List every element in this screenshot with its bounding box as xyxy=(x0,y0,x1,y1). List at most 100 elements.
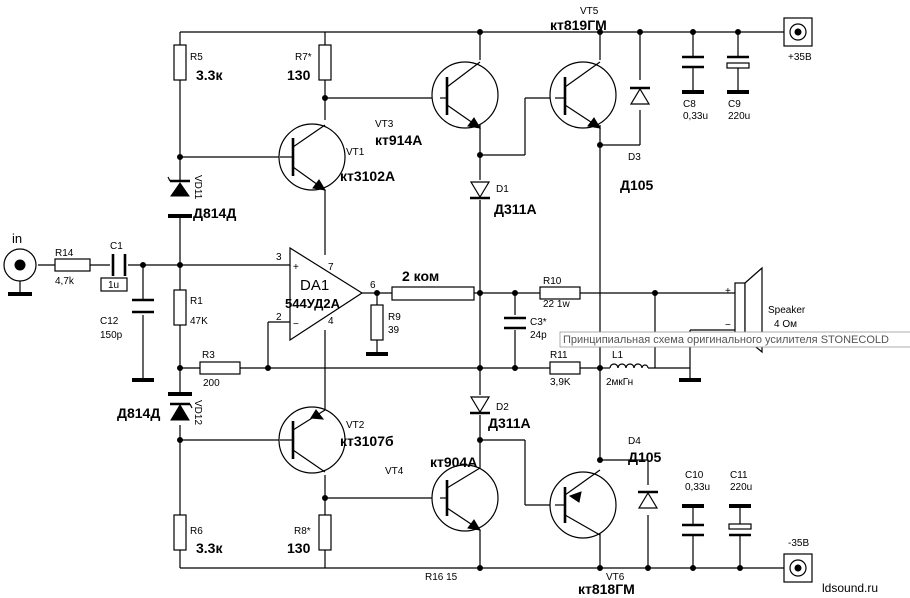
label-c1-val: 1u xyxy=(108,280,119,291)
label-r8-val: 130 xyxy=(287,540,311,556)
resistor-r10 xyxy=(539,286,581,300)
resistor-r3 xyxy=(199,361,241,375)
ground-symbols xyxy=(8,90,751,508)
label-r7-val: 130 xyxy=(287,67,311,83)
label-d2-name: D2 xyxy=(496,402,509,413)
label-c8-val: 0,33u xyxy=(683,111,708,122)
transistor-vt1 xyxy=(278,123,346,191)
watermark: ldsound.ru xyxy=(822,581,878,595)
speaker xyxy=(734,266,763,354)
label-d3-name: D3 xyxy=(628,152,641,163)
label-c10-name: C10 xyxy=(685,470,704,481)
label-minus-35v: -35В xyxy=(788,538,809,549)
resistor-r1 xyxy=(173,289,187,326)
label-vt6-name: VT6 xyxy=(606,572,625,583)
opamp-da1 xyxy=(289,246,364,342)
label-vd12-val: Д814Д xyxy=(117,405,160,421)
label-da1-minus: − xyxy=(293,319,299,330)
label-c9-name: C9 xyxy=(728,99,741,110)
label-vt1-val: кт3102А xyxy=(340,168,395,184)
resistors xyxy=(54,44,581,551)
plus-35v-terminal[interactable] xyxy=(783,17,813,47)
label-speaker-plus: + xyxy=(725,286,731,297)
label-speaker-minus: − xyxy=(725,320,731,331)
label-d1-name: D1 xyxy=(496,184,509,195)
label-c12-name: C12 xyxy=(100,316,119,327)
label-vd11-name: VD11 xyxy=(192,175,203,200)
transistor-vt2 xyxy=(278,406,346,474)
label-da1-name: DA1 xyxy=(300,277,329,294)
label-vt4-val: кт904А xyxy=(430,454,477,470)
inductor-l1 xyxy=(609,363,649,369)
label-r1-name: R1 xyxy=(190,296,203,307)
label-r9-val: 39 xyxy=(388,325,400,336)
input-connector[interactable] xyxy=(3,248,37,282)
resistor-2kom xyxy=(391,286,475,301)
label-c3-name: C3* xyxy=(530,317,547,328)
capacitors xyxy=(100,55,752,537)
label-r10-val: 22 1w xyxy=(543,299,570,310)
resistor-r5 xyxy=(173,44,187,81)
resistor-r6 xyxy=(173,514,187,551)
transistor-vt3 xyxy=(431,61,499,129)
label-da1-pin7: 7 xyxy=(328,262,334,273)
transistor-vt4 xyxy=(431,464,499,532)
label-l1-val: 2мкГн xyxy=(606,377,633,388)
label-da1-plus: + xyxy=(293,262,299,273)
tooltip-box xyxy=(559,331,910,348)
label-c10-val: 0,33u xyxy=(685,482,710,493)
label-plus-35v: +35В xyxy=(788,52,812,63)
label-c9-val: 220u xyxy=(728,111,750,122)
label-r11-name: R11 xyxy=(550,350,568,361)
label-speaker-name: Speaker xyxy=(768,305,806,316)
label-c1-name: C1 xyxy=(110,241,123,252)
resistor-r11 xyxy=(549,361,581,375)
label-c12-val: 150p xyxy=(100,330,123,341)
resistor-r9 xyxy=(370,304,384,341)
resistor-r14 xyxy=(54,258,91,272)
label-da1-pin3: 3 xyxy=(276,252,282,263)
resistor-r8 xyxy=(318,514,332,551)
label-vd12-name: VD12 xyxy=(192,400,203,425)
label-vt1-name: VT1 xyxy=(346,147,365,158)
label-vt5-name: VT5 xyxy=(580,6,599,17)
label-r14-val: 4,7k xyxy=(55,276,75,287)
label-r3-name: R3 xyxy=(202,350,215,361)
label-r6-val: 3.3к xyxy=(196,540,223,556)
resistor-r7 xyxy=(318,44,332,81)
minus-35v-terminal[interactable] xyxy=(783,553,813,583)
label-r3-val: 200 xyxy=(203,378,220,389)
label-r11-val: 3,9K xyxy=(550,377,571,388)
transistor-vt5 xyxy=(549,61,617,129)
label-r8-name: R8* xyxy=(294,526,311,537)
label-c8-name: C8 xyxy=(683,99,696,110)
transistor-vt6 xyxy=(549,469,617,539)
label-d1-val: Д311А xyxy=(494,201,537,217)
label-in: in xyxy=(12,231,22,246)
label-vt4-name: VT4 xyxy=(385,466,404,477)
label-r14-name: R14 xyxy=(55,248,74,259)
label-da1-pin6: 6 xyxy=(370,280,376,291)
junction-dots xyxy=(140,29,743,571)
label-da1-val: 544УД2А xyxy=(285,296,341,311)
tooltip-text: Принципиальная схема оригинального усили… xyxy=(563,334,889,346)
diodes xyxy=(167,86,659,509)
label-c11-val: 220u xyxy=(730,482,752,493)
label-da1-pin2: 2 xyxy=(276,312,282,323)
label-d4-name: D4 xyxy=(628,436,641,447)
labels: in R14 4,7k C1 1u C12 150p R1 47K R3 200… xyxy=(12,6,889,597)
label-r1-val: 47K xyxy=(190,316,208,327)
label-r7-name: R7* xyxy=(295,52,312,63)
wires xyxy=(19,31,790,569)
label-vd11-val: Д814Д xyxy=(193,205,236,221)
label-vt2-name: VT2 xyxy=(346,420,365,431)
label-c3-val: 24p xyxy=(530,330,547,341)
label-r9-name: R9 xyxy=(388,312,401,323)
label-vt6-val: кт818ГМ xyxy=(578,581,635,597)
label-speaker-val: 4 Ом xyxy=(774,319,797,330)
label-vt2-val: кт3107б xyxy=(340,433,394,449)
label-l1-name: L1 xyxy=(612,350,624,361)
label-vt3-val: кт914А xyxy=(375,132,422,148)
label-r5-val: 3.3к xyxy=(196,67,223,83)
